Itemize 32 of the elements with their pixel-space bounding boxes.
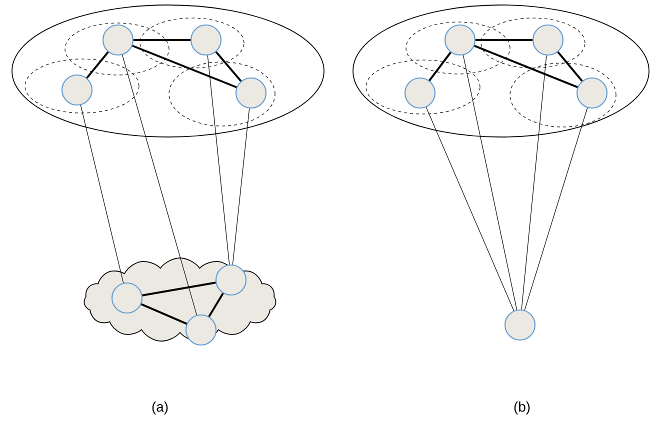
bold-line [132,44,237,88]
bold-line [208,292,224,318]
bold-line [476,39,532,41]
bold-line [557,51,583,82]
thin-line [426,106,514,312]
bold-line [134,39,190,41]
thin-line [232,108,250,265]
thin-line [521,55,547,310]
circle-node [532,24,564,56]
bold-line [142,282,216,296]
circle-node [404,77,436,109]
thin-line [122,54,198,316]
panel-label: (a) [152,402,168,414]
circle-node [504,309,536,341]
circle-node [576,77,608,109]
panel-label: (b) [514,402,530,414]
thin-line [207,55,230,265]
thin-line [462,54,518,310]
circle-node [444,24,476,56]
bold-line [474,44,578,88]
thin-line [524,108,588,310]
bold-line [215,51,242,82]
circle-node [190,24,222,56]
bold-line [140,303,188,325]
circle-node [111,282,143,314]
circle-node [61,74,93,106]
circle-node [185,314,217,346]
circle-node [102,24,134,56]
circle-node [215,264,247,296]
bold-line [86,51,109,79]
circle-node [235,77,267,109]
bold-line [428,52,452,82]
